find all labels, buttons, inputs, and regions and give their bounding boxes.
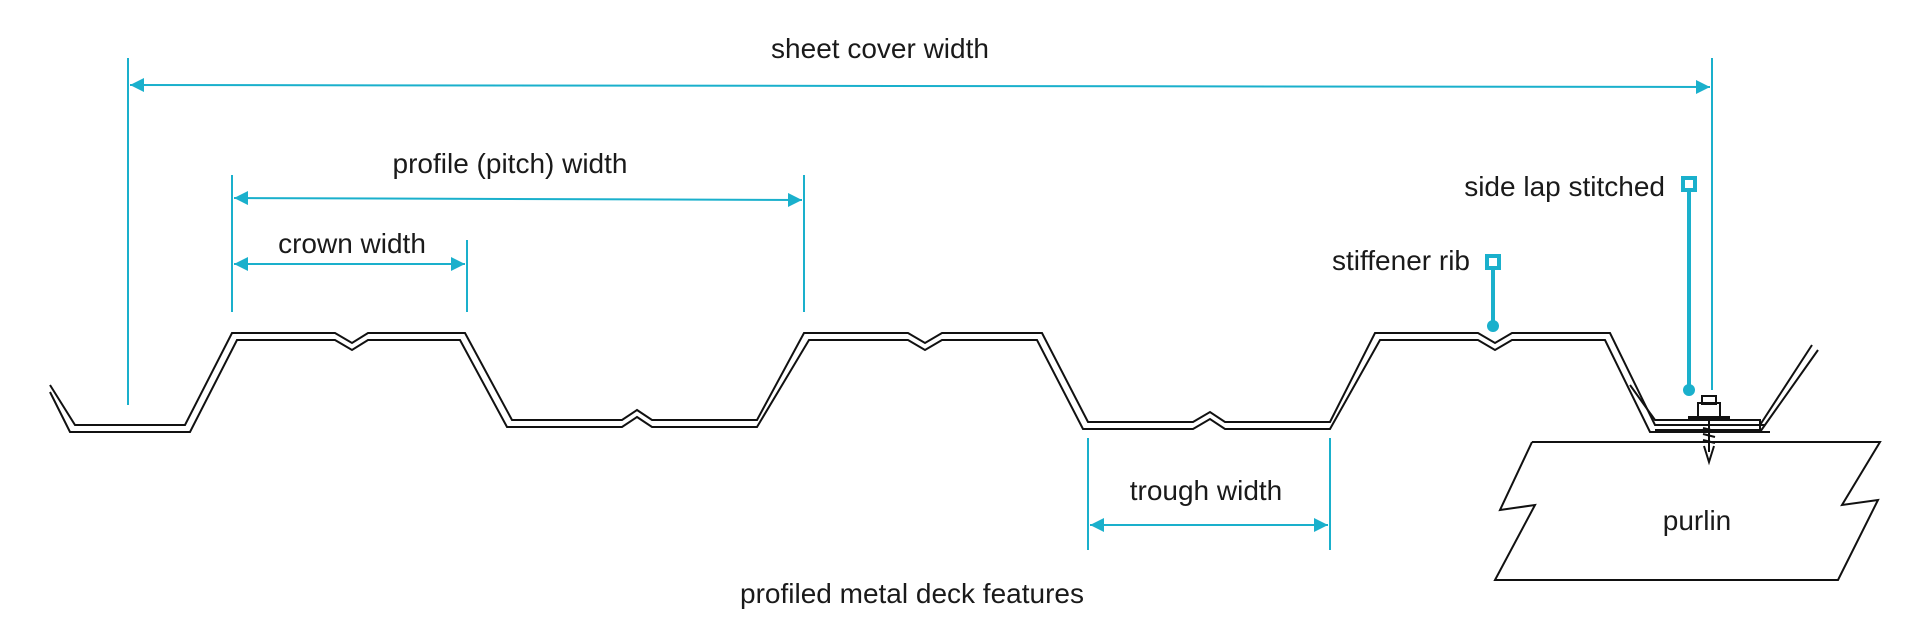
sheet-cover-width-dimension	[127, 58, 1713, 405]
caption: profiled metal deck features	[740, 578, 1084, 609]
deck-outer-line	[49, 332, 1765, 426]
side-lap-upturn	[1759, 344, 1819, 433]
side-lap-stitched-callout	[1681, 176, 1697, 396]
trough-width-dimension	[1087, 438, 1331, 550]
stiffener-rib-callout	[1485, 254, 1501, 332]
purlin-label: purlin	[1663, 505, 1731, 536]
crown-width-label: crown width	[278, 228, 426, 259]
crown-width-dimension	[234, 240, 468, 312]
side-lap-sheet	[1629, 384, 1761, 431]
deck-inner-line	[49, 339, 1770, 433]
profile-pitch-width-dimension	[231, 175, 805, 312]
deck-profile	[49, 332, 1819, 433]
sheet-cover-width-label: sheet cover width	[771, 33, 989, 64]
stiffener-rib-label: stiffener rib	[1332, 245, 1470, 276]
profile-pitch-width-label: profile (pitch) width	[393, 148, 628, 179]
purlin-block	[1493, 441, 1882, 581]
side-lap-stitched-label: side lap stitched	[1464, 171, 1665, 202]
stitch-fastener-icon	[1688, 395, 1730, 466]
trough-width-label: trough width	[1130, 475, 1283, 506]
